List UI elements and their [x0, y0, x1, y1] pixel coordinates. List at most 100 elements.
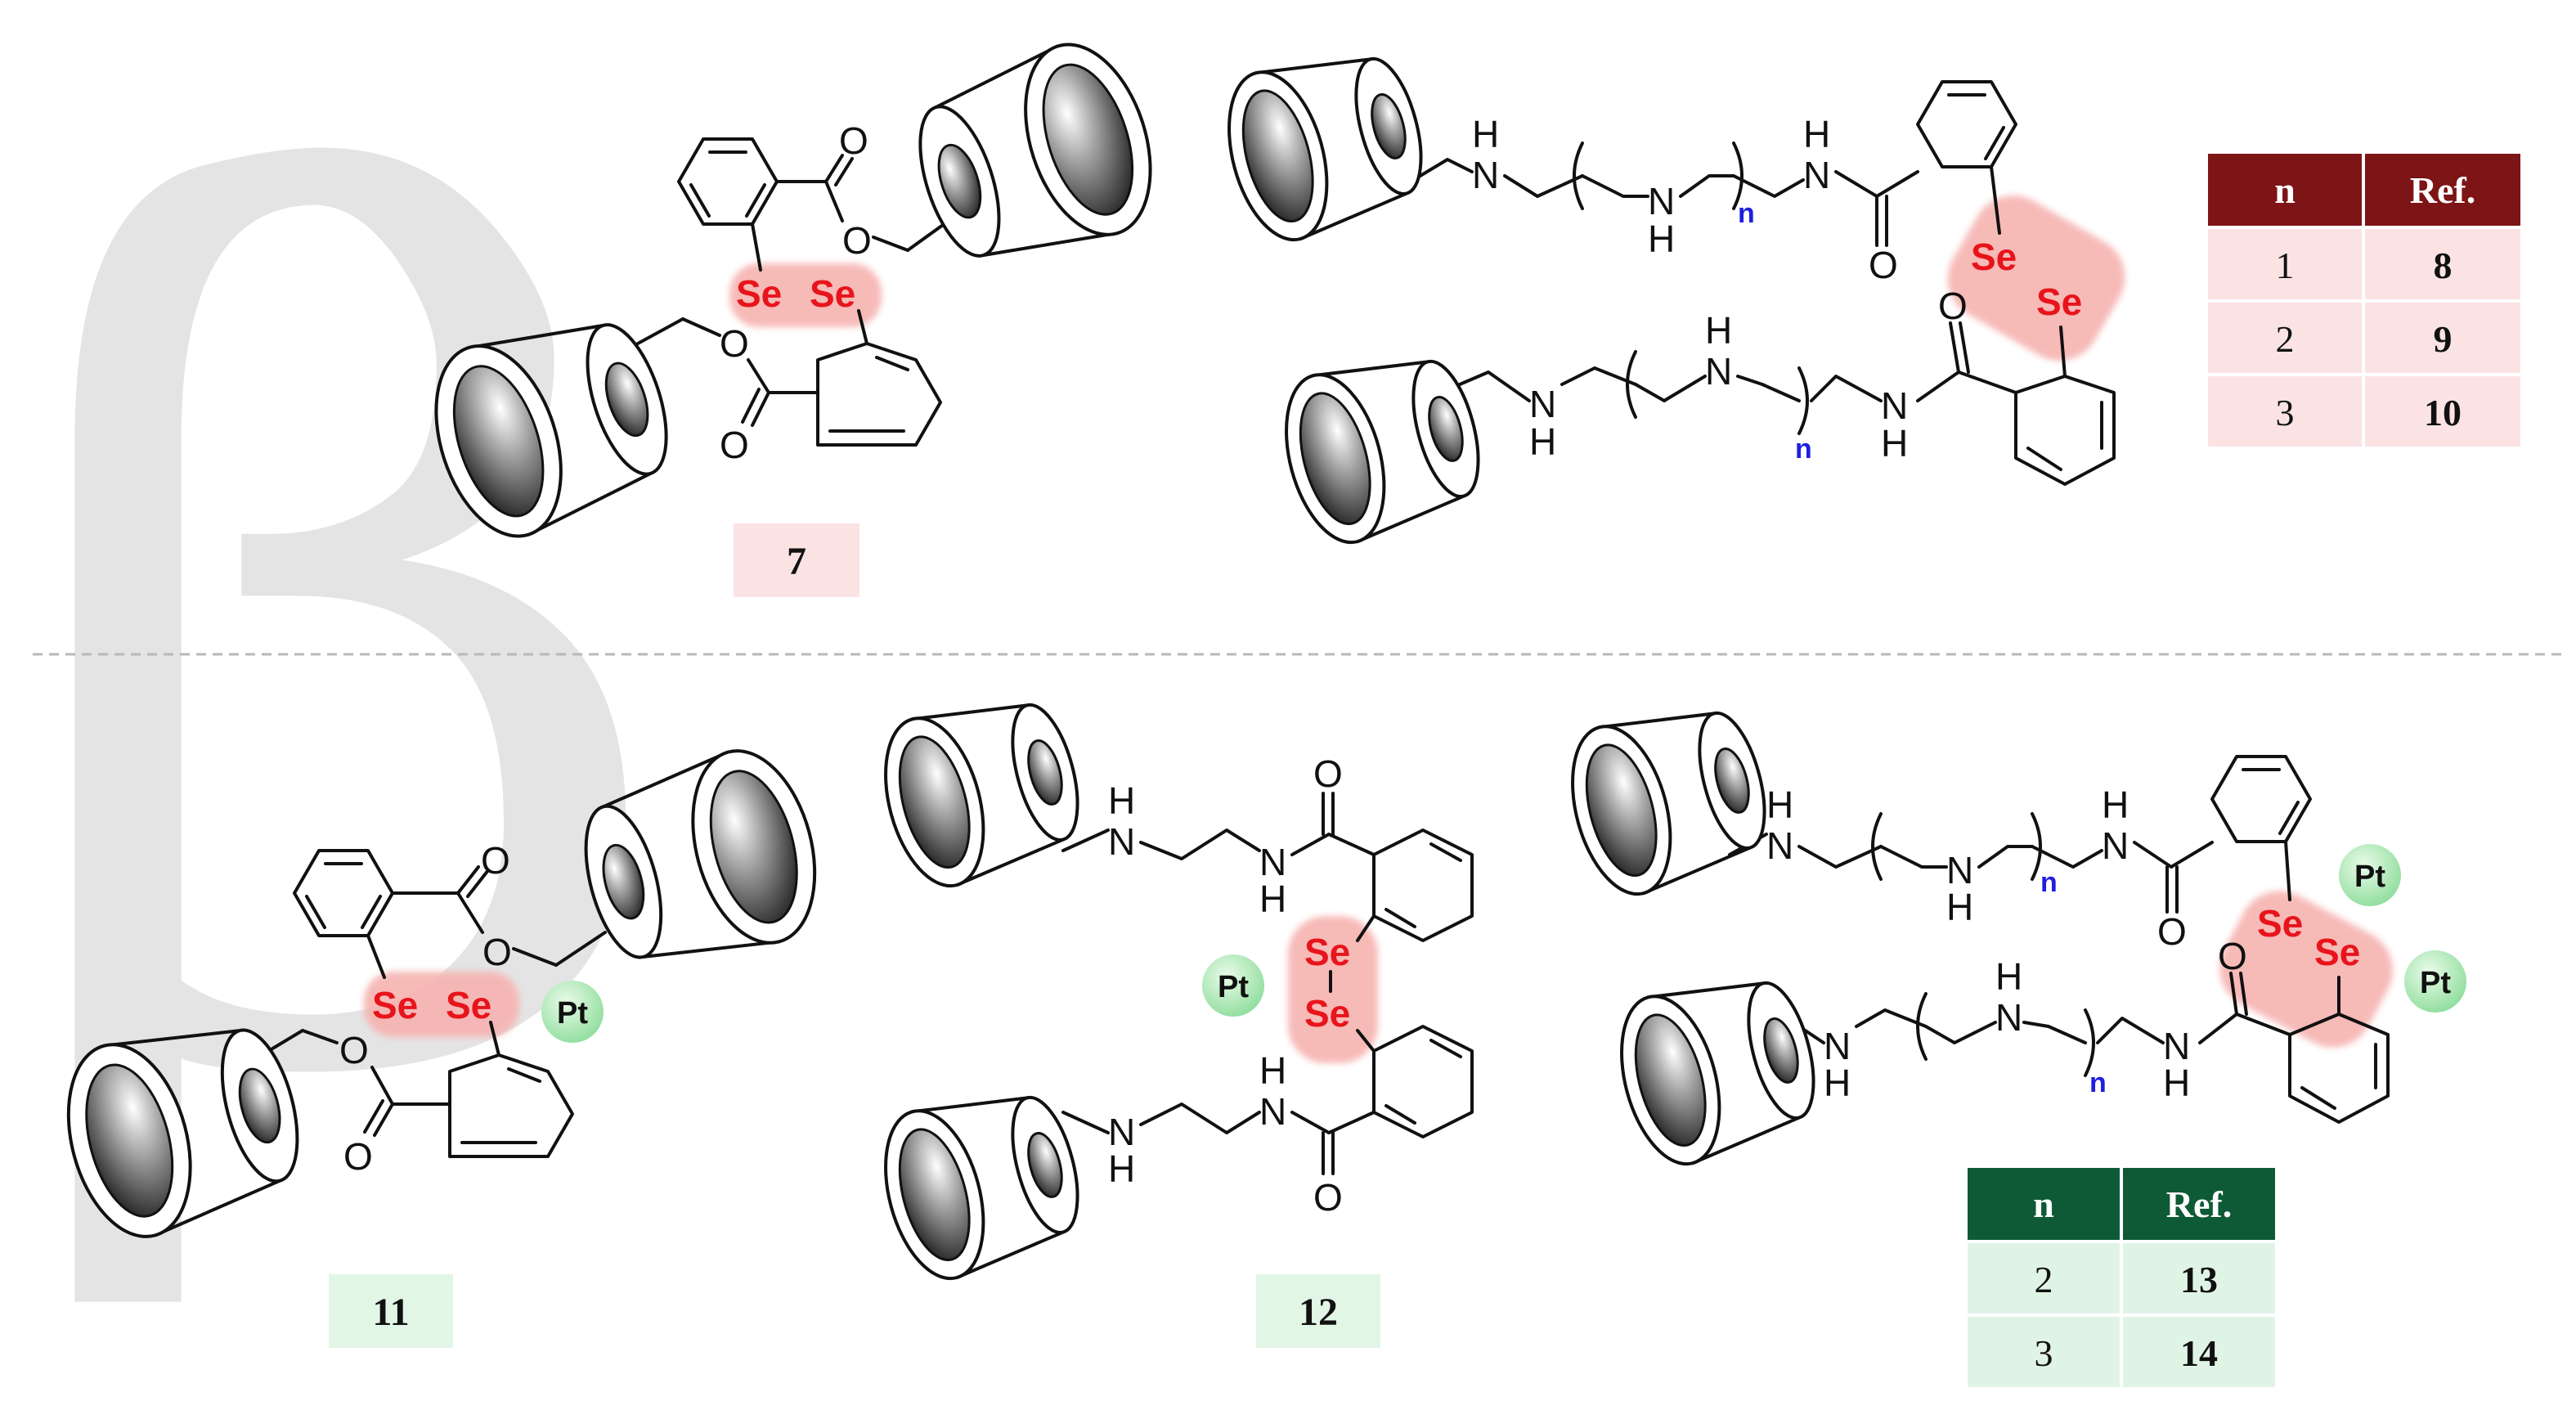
amide-n: N: [2102, 824, 2129, 867]
selenium-atom: Se: [1304, 992, 1350, 1035]
compound-12: N H N H O Se Se O N H N H Pt: [1061, 752, 1474, 1219]
amide-n: N: [1803, 154, 1830, 196]
polyamine-chain: [1810, 375, 1883, 402]
bracket: [1871, 812, 1883, 881]
compound-label-7: 7: [787, 540, 806, 583]
table-cell: 1: [2276, 245, 2295, 286]
bond: [751, 391, 770, 427]
cyclodextrin-cone: [1571, 711, 1766, 896]
cyclodextrin-cone: [884, 703, 1079, 888]
oxygen-atom: O: [839, 119, 868, 162]
oxygen-atom: O: [720, 424, 749, 466]
amine-h: H: [1648, 218, 1675, 260]
bond: [1834, 170, 1919, 198]
polyamine-chain: [1855, 1008, 1928, 1028]
bond: [681, 317, 721, 337]
aromatic-bond: [2278, 801, 2300, 835]
pt-label: Pt: [1218, 970, 1249, 1004]
aromatic-bond: [361, 895, 382, 929]
amide-n: N: [2163, 1025, 2190, 1067]
bond: [751, 222, 762, 272]
amide-h: H: [2102, 784, 2129, 826]
bond: [1290, 833, 1376, 856]
table-cell: 3: [2035, 1332, 2053, 1374]
polyamine-chain: [1503, 174, 1584, 198]
bond: [824, 154, 844, 183]
benzene-ring: [2288, 1013, 2390, 1124]
amine-h: H: [1705, 309, 1732, 352]
bond: [489, 1021, 500, 1057]
amine-h: H: [1108, 779, 1135, 822]
polyamine-chain: [1560, 366, 1637, 386]
polyamine-chain: [1924, 1021, 1997, 1044]
bond: [1290, 1111, 1376, 1134]
bond: [824, 180, 844, 222]
polyamine-chain: [2031, 845, 2103, 869]
bond: [554, 931, 607, 967]
bond: [1356, 1029, 1376, 1053]
amine-n: N: [1766, 824, 1793, 867]
bond: [2239, 972, 2248, 1016]
oxygen-atom: O: [720, 322, 749, 365]
n-subscript: n: [1738, 198, 1755, 229]
cyclodextrin-cone: [1620, 981, 1815, 1166]
compound-11: O O Se Se O O Pt: [260, 839, 607, 1178]
oxygen-atom: O: [481, 839, 510, 882]
polyamine-chain: [1061, 828, 1110, 852]
selenium-atom: Se: [2314, 931, 2360, 973]
bond: [1959, 321, 1970, 374]
aromatic-bond: [1429, 1039, 1462, 1058]
amine-n: N: [1824, 1025, 1851, 1067]
bond: [373, 1102, 394, 1137]
oxygen-atom: O: [2157, 910, 2187, 953]
table-header: Ref.: [2166, 1183, 2232, 1225]
cyclodextrin-cone: [884, 1095, 1079, 1281]
table-cell: 14: [2180, 1332, 2218, 1374]
bond: [2284, 840, 2291, 901]
amide-h: H: [1259, 878, 1286, 920]
selenium-atom: Se: [1304, 931, 1350, 973]
aromatic-bond: [689, 183, 711, 218]
aromatic-bond: [1984, 126, 2005, 160]
amine-n: N: [1472, 154, 1499, 196]
polyamine-chain: [1634, 375, 1707, 402]
pt-ball: [1202, 954, 1264, 1017]
aromatic-bond: [1384, 908, 1416, 928]
polyamine-chain: [1139, 1102, 1261, 1134]
polyamine-chain: [1797, 845, 1883, 869]
bracket: [1573, 141, 1584, 210]
polyamine-chain: [2096, 1017, 2165, 1044]
aromatic-bond: [875, 356, 909, 371]
table-cell: 2: [2276, 318, 2295, 360]
se-se-highlight: [364, 972, 519, 1037]
table-cell: 9: [2434, 318, 2453, 360]
cyclodextrin-cone: [434, 323, 668, 538]
amide-h: H: [1803, 113, 1830, 155]
bond: [2229, 972, 2238, 1016]
amine-n: N: [1529, 383, 1556, 425]
aromatic-bond: [1429, 842, 1462, 862]
polyamine-chain: [1458, 370, 1531, 402]
amine-h: H: [1995, 955, 2022, 998]
compound-bottom-right: N H N H n N H O Se Se O N H n: [1728, 755, 2466, 1124]
amine-n: N: [1648, 180, 1675, 222]
bond: [512, 947, 558, 967]
oxygen-atom: O: [1869, 244, 1898, 286]
benzene-ring: [2014, 375, 2116, 486]
bond: [906, 219, 950, 252]
bond: [1356, 914, 1376, 942]
benzene-ring: [1372, 1025, 1474, 1138]
selenium-atom: Se: [372, 984, 418, 1026]
bracket: [2084, 1008, 2095, 1077]
n-subscript: n: [2040, 867, 2058, 898]
compound-7: O O Se Se O O: [636, 119, 950, 466]
bond: [366, 934, 386, 979]
amine-n: N: [1108, 820, 1135, 863]
ref-table-bottom: n Ref. 2 13 3 14: [1968, 1168, 2275, 1387]
amide-h: H: [1259, 1049, 1286, 1092]
bracket: [1916, 992, 1928, 1061]
polyamine-chain: [1581, 174, 1649, 198]
bond: [747, 358, 770, 394]
cyclodextrin-cone: [1285, 359, 1480, 545]
